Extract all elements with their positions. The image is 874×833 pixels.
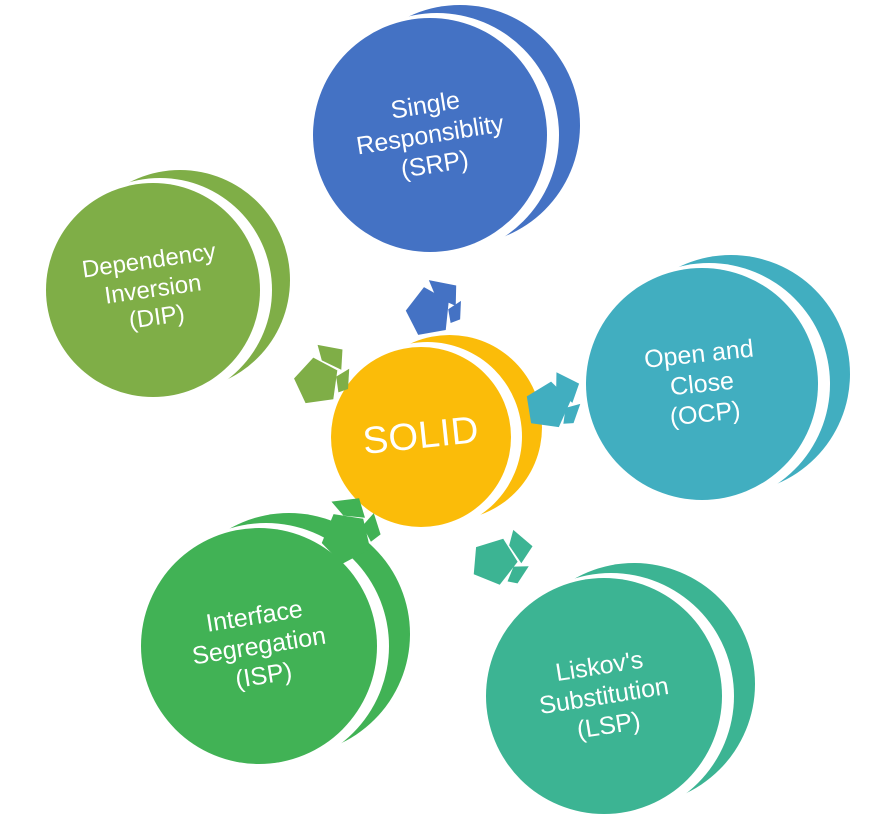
principle-node-isp[interactable]: Interface Segregation (ISP) — [135, 505, 410, 805]
principle-node-lsp[interactable]: Liskov's Substitution (LSP) — [480, 555, 755, 833]
pentagon-chip-icon — [473, 529, 533, 585]
pentagon-chip-icon — [526, 372, 581, 428]
principle-node-dip[interactable]: Dependency Inversion (DIP) — [40, 160, 290, 410]
pentagon-chip-icon — [405, 280, 461, 335]
connector-isp — [294, 476, 407, 587]
connector-ocp — [507, 363, 596, 445]
principle-node-ocp[interactable]: Open and Close (OCP) — [580, 250, 850, 520]
principle-node-srp[interactable]: Single Responsiblity (SRP) — [305, 0, 580, 275]
node-face-disc — [313, 18, 547, 252]
node-face-disc — [486, 578, 722, 814]
connector-srp — [393, 269, 484, 350]
connector-lsp — [454, 513, 555, 610]
node-face-disc — [586, 268, 818, 500]
pentagon-chip-icon — [321, 498, 381, 564]
connector-dip — [281, 335, 370, 417]
center-node-solid[interactable]: SOLID — [325, 330, 550, 540]
node-face-disc — [141, 528, 377, 764]
node-face-disc — [331, 347, 511, 527]
node-face-disc — [46, 183, 260, 397]
pentagon-chip-icon — [294, 344, 350, 404]
